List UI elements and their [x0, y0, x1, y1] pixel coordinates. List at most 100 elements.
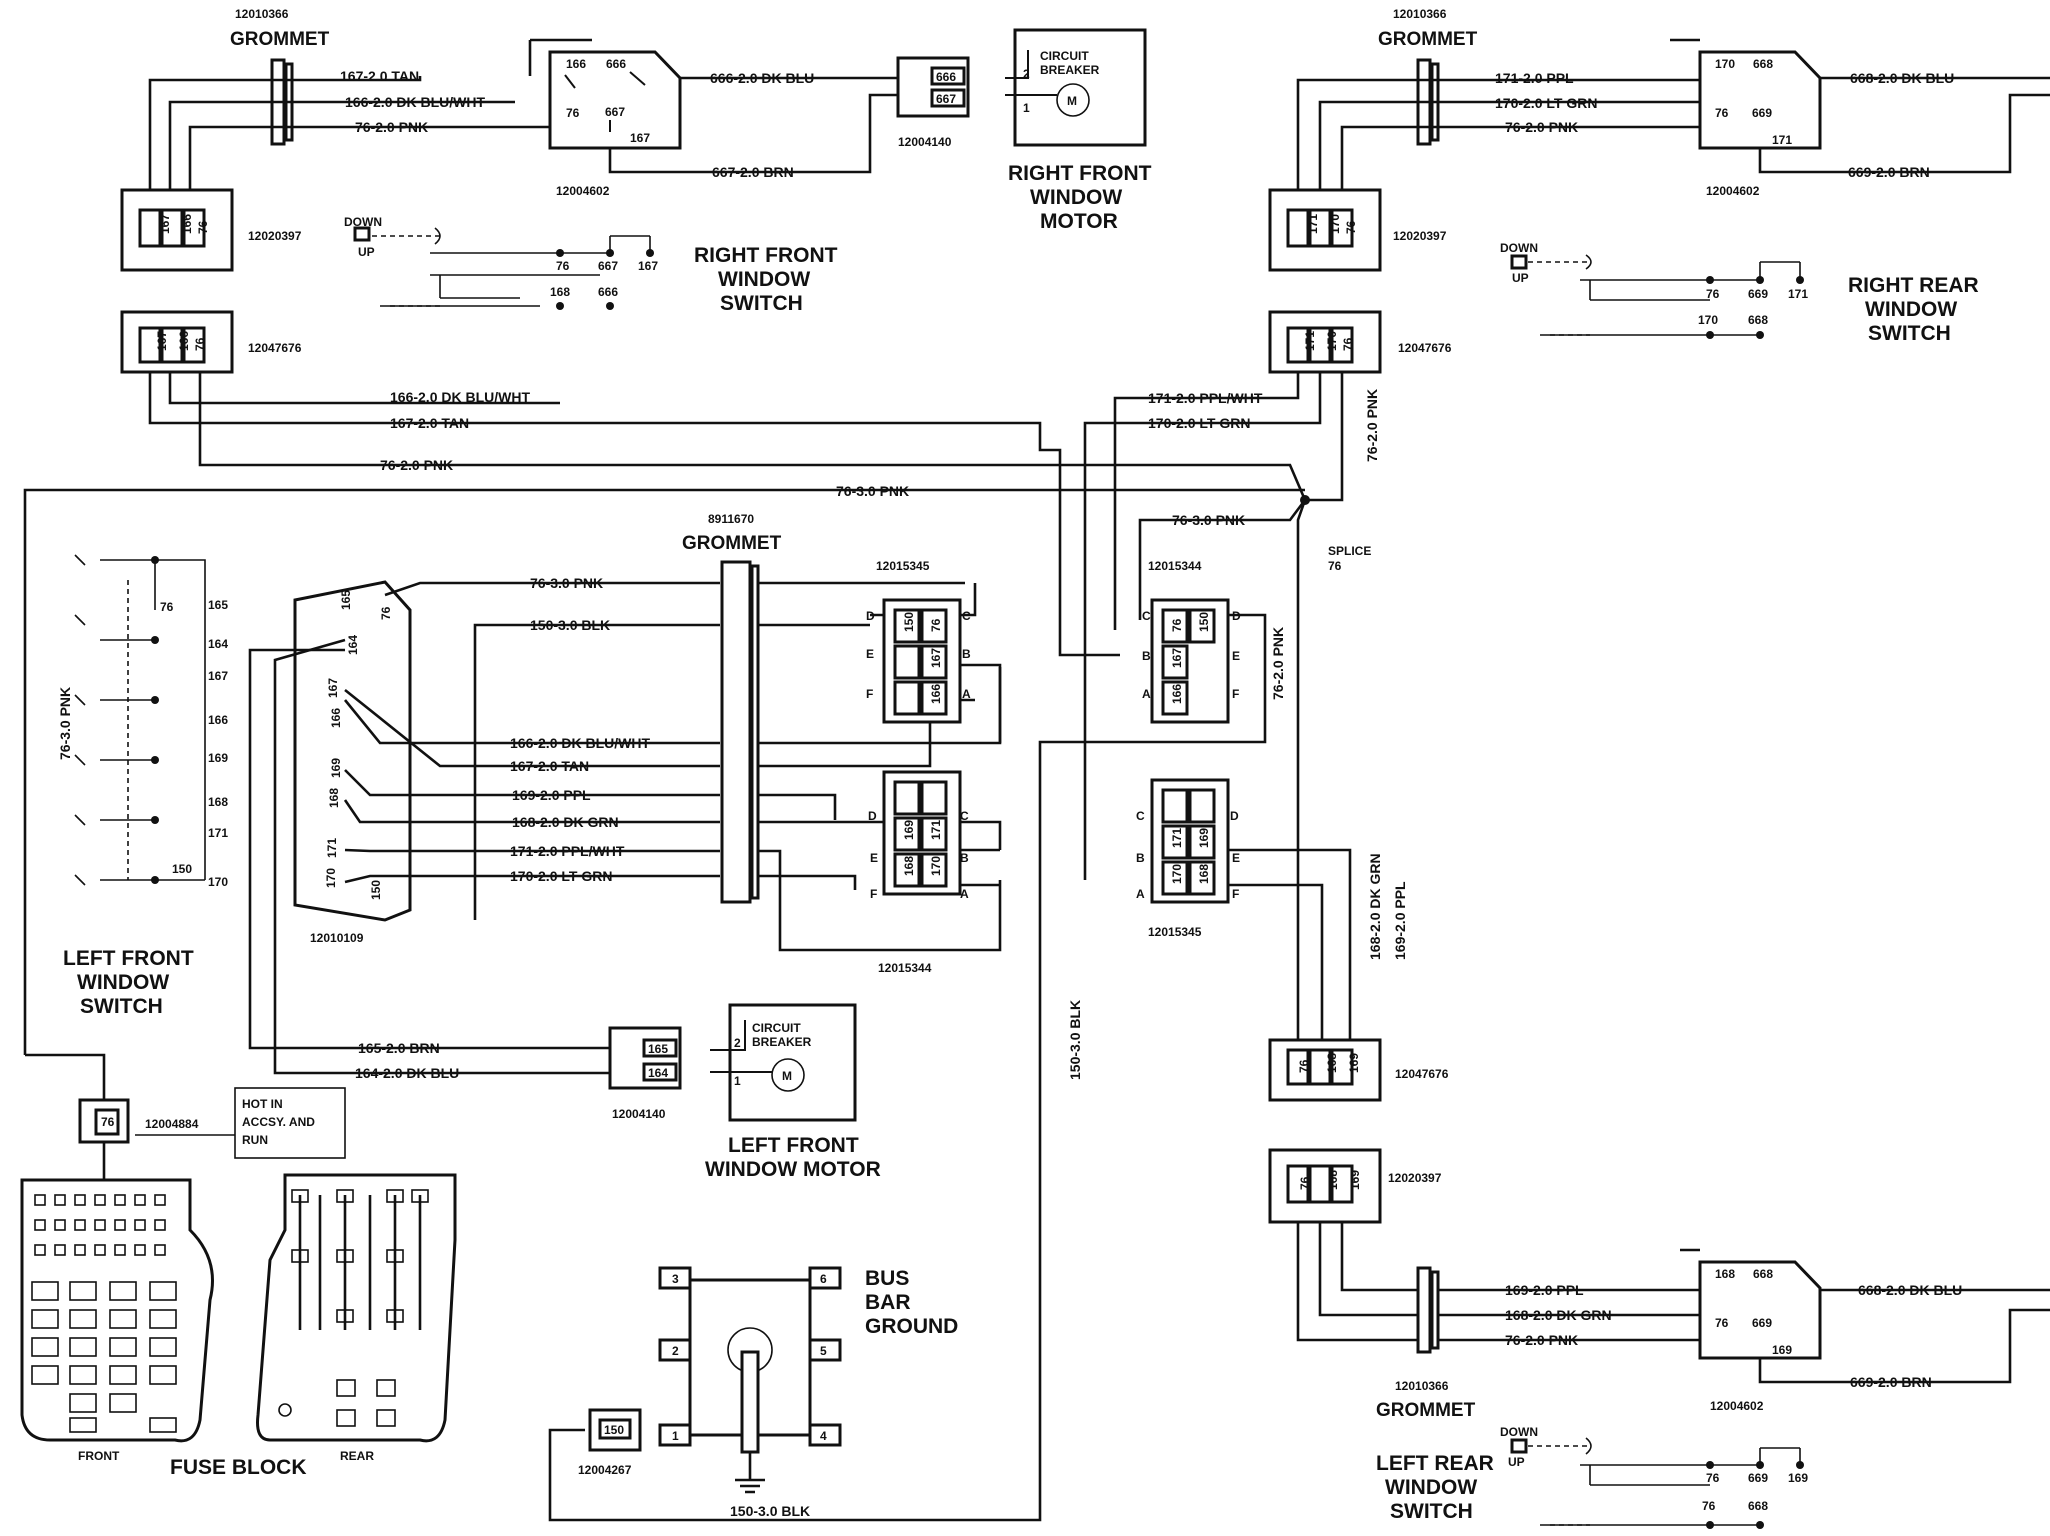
svg-text:76-2.0 PNK: 76-2.0 PNK: [1505, 119, 1578, 135]
svg-text:171-2.0 PPL/WHT: 171-2.0 PPL/WHT: [1148, 390, 1263, 406]
svg-text:C: C: [1136, 809, 1145, 823]
svg-text:667: 667: [605, 105, 625, 119]
connector-12015345-upper: 12015345 150 76 167 166 D C E B F A: [866, 559, 1002, 743]
svg-text:1: 1: [672, 1429, 679, 1443]
rf-window-switch: DOWN UP 76 667 167 168 666 RIGHT FRONT W…: [344, 215, 838, 315]
svg-text:166: 166: [929, 684, 943, 704]
svg-text:E: E: [1232, 649, 1240, 663]
svg-text:167: 167: [929, 648, 943, 668]
svg-text:4: 4: [820, 1429, 827, 1443]
svg-text:76: 76: [566, 106, 580, 120]
svg-text:F: F: [866, 687, 873, 701]
svg-text:2: 2: [672, 1344, 679, 1358]
svg-text:667: 667: [598, 259, 618, 273]
svg-text:167-2.0 TAN: 167-2.0 TAN: [390, 415, 469, 431]
svg-text:169-2.0 PPL: 169-2.0 PPL: [1392, 881, 1408, 960]
svg-text:171: 171: [208, 826, 228, 840]
svg-text:168: 168: [902, 856, 916, 876]
svg-text:SWITCH: SWITCH: [720, 292, 803, 315]
svg-text:667: 667: [936, 92, 956, 106]
svg-text:76: 76: [929, 618, 943, 632]
svg-text:UP: UP: [1512, 271, 1529, 285]
svg-text:169: 169: [1348, 1170, 1362, 1190]
connector-12015345-lower-right: 171 169 170 168 C D B E A F 12015345 168…: [1136, 778, 1408, 1040]
svg-text:167: 167: [158, 214, 172, 234]
rr-window-switch: DOWN UP 76 669 171 170 668 RIGHT REAR WI…: [1500, 241, 1979, 345]
svg-text:668: 668: [1748, 313, 1768, 327]
rf-wire-667: [608, 93, 900, 174]
svg-text:169-2.0 PPL: 169-2.0 PPL: [512, 787, 591, 803]
svg-text:166-2.0 DK BLU/WHT: 166-2.0 DK BLU/WHT: [390, 389, 530, 405]
svg-text:171: 171: [929, 820, 943, 840]
svg-text:WINDOW: WINDOW: [1030, 186, 1122, 209]
svg-text:167: 167: [155, 331, 169, 351]
svg-text:SWITCH: SWITCH: [1868, 322, 1951, 345]
svg-text:164-2.0 DK BLU: 164-2.0 DK BLU: [355, 1065, 459, 1081]
svg-text:76: 76: [193, 337, 207, 351]
ground-symbol: [735, 1452, 765, 1494]
rr-relay-12004602: [1698, 50, 1822, 150]
svg-text:DOWN: DOWN: [1500, 1425, 1538, 1439]
svg-text:12015345: 12015345: [876, 559, 930, 573]
svg-text:12015344: 12015344: [1148, 559, 1202, 573]
svg-text:170: 170: [208, 875, 228, 889]
svg-text:168-2.0 DK GRN: 168-2.0 DK GRN: [1505, 1307, 1612, 1323]
svg-text:76: 76: [1297, 1059, 1311, 1073]
rf-grommet-pn: 12010366: [235, 7, 289, 21]
svg-text:MOTOR: MOTOR: [1040, 210, 1118, 233]
svg-text:HOT IN: HOT IN: [242, 1097, 283, 1111]
svg-text:167: 167: [638, 259, 658, 273]
svg-text:168-2.0 DK GRN: 168-2.0 DK GRN: [512, 814, 619, 830]
rf-wire-666-label: 666-2.0 DK BLU: [710, 70, 814, 86]
svg-text:RUN: RUN: [242, 1133, 268, 1147]
svg-text:FUSE BLOCK: FUSE BLOCK: [170, 1456, 307, 1479]
svg-text:F: F: [1232, 887, 1239, 901]
rf-wire-76: [188, 125, 550, 212]
svg-text:E: E: [870, 851, 878, 865]
svg-text:LEFT FRONT: LEFT FRONT: [728, 1134, 859, 1157]
svg-text:76-3.0 PNK: 76-3.0 PNK: [530, 575, 603, 591]
svg-text:169: 169: [1197, 828, 1211, 848]
svg-text:167-2.0 TAN: 167-2.0 TAN: [510, 758, 589, 774]
svg-text:168: 168: [1325, 1053, 1339, 1073]
svg-text:150-3.0 BLK: 150-3.0 BLK: [730, 1503, 810, 1519]
svg-text:150-3.0 BLK: 150-3.0 BLK: [1067, 1000, 1083, 1080]
svg-text:171-2.0 PPL/WHT: 171-2.0 PPL/WHT: [510, 843, 625, 859]
svg-text:165: 165: [208, 598, 228, 612]
svg-text:12010366: 12010366: [1395, 1379, 1449, 1393]
trunk-wires: 166-2.0 DK BLU/WHT 167-2.0 TAN 76-2.0 PN…: [23, 372, 1380, 1055]
svg-text:668-2.0 DK BLU: 668-2.0 DK BLU: [1850, 70, 1954, 86]
svg-text:76: 76: [1298, 1176, 1312, 1190]
svg-text:164: 164: [648, 1066, 668, 1080]
svg-text:E: E: [866, 647, 874, 661]
svg-text:76: 76: [1702, 1499, 1716, 1513]
rf-relay-pn: 12004602: [556, 184, 610, 198]
svg-text:76-3.0 PNK: 76-3.0 PNK: [836, 483, 909, 499]
svg-text:LEFT REAR: LEFT REAR: [1376, 1452, 1494, 1475]
svg-text:167: 167: [326, 678, 340, 698]
svg-text:76: 76: [196, 220, 210, 234]
svg-text:169-2.0 PPL: 169-2.0 PPL: [1505, 1282, 1584, 1298]
svg-text:669: 669: [1748, 287, 1768, 301]
svg-text:150: 150: [902, 612, 916, 632]
svg-text:167: 167: [1170, 648, 1184, 668]
svg-text:168: 168: [1197, 864, 1211, 884]
svg-text:166: 166: [180, 214, 194, 234]
svg-text:LEFT FRONT: LEFT FRONT: [63, 947, 194, 970]
svg-text:167: 167: [208, 669, 228, 683]
svg-text:RIGHT REAR: RIGHT REAR: [1848, 274, 1979, 297]
lr-window-switch: DOWN UP 76 669 169 76 668 LEFT REAR WIND…: [1376, 1425, 1808, 1529]
svg-text:166: 166: [1170, 684, 1184, 704]
rf-wire-167: [148, 76, 422, 212]
lr-relay-12004602: [1698, 1260, 1822, 1360]
svg-text:171: 171: [1303, 331, 1317, 351]
connector-12015344-upper-right: 12015344 76 150 167 166 C D B E A F 150-…: [548, 559, 1267, 1522]
right-front-section: 12010366 GROMMET 167-2.0 TAN 166-2.0 DK …: [120, 7, 1152, 374]
svg-text:76-2.0 PNK: 76-2.0 PNK: [1270, 627, 1286, 700]
svg-text:76: 76: [1328, 559, 1342, 573]
svg-text:669: 669: [1752, 1316, 1772, 1330]
svg-text:76-2.0 PNK: 76-2.0 PNK: [380, 457, 453, 473]
svg-text:6: 6: [820, 1272, 827, 1286]
rf-wire-667-label: 667-2.0 BRN: [712, 164, 794, 180]
